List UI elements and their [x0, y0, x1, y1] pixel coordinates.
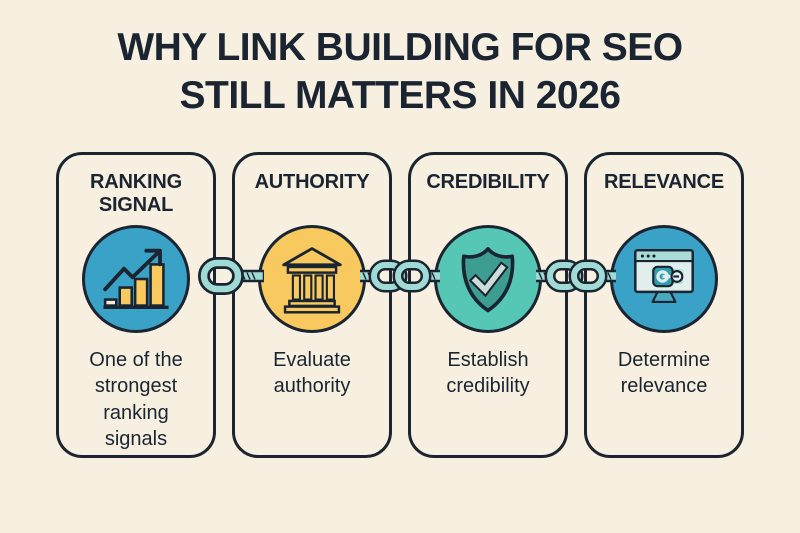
- card-title: CREDIBILITY: [426, 171, 550, 193]
- card-description: One of the strongest ranking signals: [89, 349, 183, 451]
- title-line-1: WHY LINK BUILDING FOR SEO: [117, 26, 683, 69]
- card-title: AUTHORITY: [254, 171, 370, 193]
- icon-circle: [258, 225, 366, 333]
- shield-check-icon: [461, 247, 515, 313]
- chain-link-connector-1: [184, 248, 264, 304]
- card-title: RANKING SIGNAL: [90, 171, 182, 216]
- card-description: Evaluate authority: [273, 349, 351, 398]
- card-credibility: CREDIBILITY Establish credibility: [408, 152, 568, 458]
- chain-link-connector-2: [360, 248, 440, 304]
- infographic-title: WHY LINK BUILDING FOR SEO STILL MATTERS …: [0, 24, 800, 119]
- chain-link-connector-3: [536, 248, 616, 304]
- card-authority: AUTHORITY Evaluate authority: [232, 152, 392, 458]
- card-ranking-signal: RANKING SIGNAL One of the strongest rank…: [56, 152, 216, 458]
- chain-link-icon: [198, 257, 264, 295]
- chain-link-icon: [360, 259, 440, 293]
- card-description: Establish credibility: [446, 349, 530, 398]
- icon-circle: [82, 225, 190, 333]
- bank-building-icon: [282, 247, 342, 314]
- card-description: Determine relevance: [617, 349, 711, 398]
- icon-circle: [610, 225, 718, 333]
- cards-row: RANKING SIGNAL One of the strongest rank…: [56, 152, 744, 458]
- card-relevance: RELEVANCE Determine relevance: [584, 152, 744, 458]
- bar-chart-growth-icon: [103, 248, 169, 309]
- title-line-2: STILL MATTERS IN 2026: [179, 73, 621, 117]
- card-title: RELEVANCE: [603, 171, 725, 193]
- icon-circle: [434, 225, 542, 333]
- browser-link-icon: [634, 249, 694, 304]
- chain-link-icon: [536, 259, 616, 293]
